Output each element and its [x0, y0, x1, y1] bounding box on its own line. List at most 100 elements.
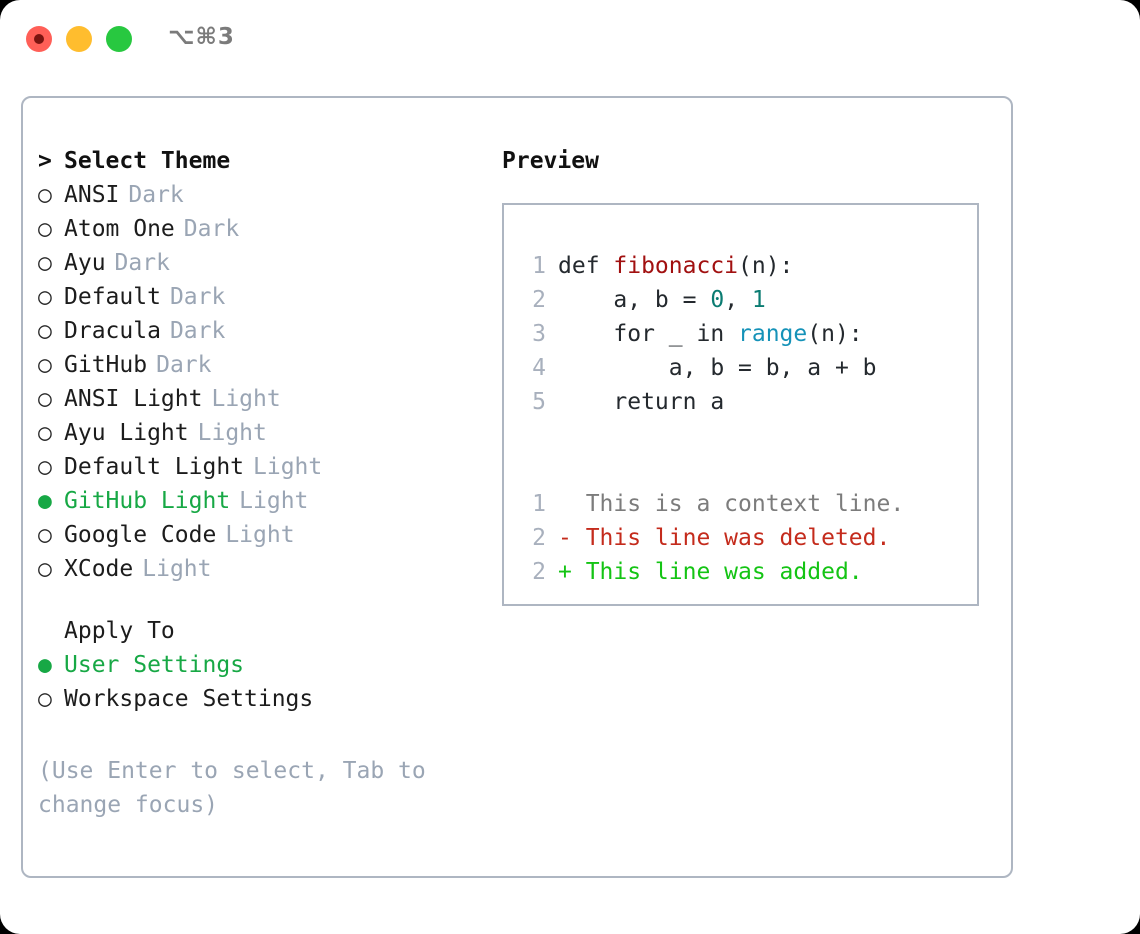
token-keyword: def — [558, 253, 614, 279]
theme-option-github-light[interactable]: ● GitHub Light Light — [38, 488, 468, 522]
main-panel: > Select Theme ○ ANSI Dark ○ Atom One Da… — [21, 96, 1013, 878]
theme-option-github-dark[interactable]: ○ GitHub Dark — [38, 352, 468, 386]
theme-badge: Dark — [128, 182, 184, 208]
theme-option-xcode[interactable]: ○ XCode Light — [38, 556, 468, 590]
diff-line-added: 2 + This line was added. — [504, 559, 977, 593]
theme-label: Default Light — [64, 454, 245, 480]
theme-badge: Light — [142, 556, 212, 582]
theme-option-dracula-dark[interactable]: ○ Dracula Dark — [38, 318, 468, 352]
theme-label: Google Code — [64, 522, 217, 548]
radio-unselected-icon: ○ — [38, 318, 52, 344]
theme-option-ansi-light[interactable]: ○ ANSI Light Light — [38, 386, 468, 420]
radio-unselected-icon: ○ — [38, 556, 52, 582]
code-line: 4 a, b = b, a + b — [504, 355, 977, 389]
code-content: a, b = b, a + b — [558, 355, 877, 381]
line-number: 3 — [532, 321, 546, 347]
token-function-name: fibonacci — [613, 253, 739, 279]
minimize-button-icon[interactable] — [66, 26, 92, 52]
theme-badge: Dark — [156, 352, 212, 378]
radio-unselected-icon: ○ — [38, 250, 52, 276]
radio-unselected-icon: ○ — [38, 352, 52, 378]
line-number: 1 — [532, 253, 546, 279]
theme-badge: Dark — [183, 216, 240, 242]
code-content: a, b = 0, 1 — [558, 287, 766, 313]
code-content: def fibonacci(n): — [558, 253, 793, 279]
code-diff-separator — [504, 423, 977, 457]
radio-unselected-icon: ○ — [38, 216, 52, 242]
keyboard-hint-text: (Use Enter to select, Tab to change focu… — [38, 758, 426, 818]
theme-option-google-code[interactable]: ○ Google Code Light — [38, 522, 468, 556]
close-inner-dot-icon — [34, 34, 44, 44]
theme-option-default-dark[interactable]: ○ Default Dark — [38, 284, 468, 318]
theme-badge: Light — [225, 522, 295, 548]
theme-label: ANSI — [64, 182, 120, 208]
select-theme-heading: > Select Theme — [38, 148, 468, 182]
diff-content: + This line was added. — [558, 559, 863, 585]
token-plain: a, b = — [558, 287, 711, 313]
preview-box: 1 def fibonacci(n): 2 a, b = 0, 1 3 for … — [502, 203, 979, 606]
window-title: ⌥⌘3 — [168, 24, 235, 50]
radio-selected-icon: ● — [38, 652, 52, 678]
radio-selected-icon: ● — [38, 488, 52, 514]
maximize-button-icon[interactable] — [106, 26, 132, 52]
apply-to-label: Workspace Settings — [64, 686, 314, 712]
diff-line-context: 1 This is a context line. — [504, 491, 977, 525]
theme-badge: Dark — [114, 250, 170, 276]
token-plain: , — [724, 287, 752, 313]
token-number: 0 — [710, 287, 725, 313]
token-number: 1 — [751, 287, 766, 313]
theme-label: Ayu — [64, 250, 106, 276]
code-content: return a — [558, 389, 724, 415]
close-button-icon[interactable] — [26, 26, 52, 52]
theme-label: ANSI Light — [64, 386, 203, 412]
radio-unselected-icon: ○ — [38, 420, 52, 446]
theme-badge: Dark — [169, 284, 226, 310]
theme-badge: Light — [197, 420, 267, 446]
token-plain: (n): — [738, 253, 794, 279]
line-number: 1 — [532, 491, 546, 517]
theme-badge: Light — [253, 454, 323, 480]
apply-to-option-workspace-settings[interactable]: ○ Workspace Settings — [38, 686, 468, 720]
code-line: 2 a, b = 0, 1 — [504, 287, 977, 321]
theme-label: GitHub Light — [64, 488, 231, 514]
theme-label: Dracula — [64, 318, 161, 344]
radio-unselected-icon: ○ — [38, 182, 52, 208]
token-plain: return a — [558, 389, 725, 415]
code-diff-separator-2 — [504, 457, 977, 491]
line-number: 2 — [532, 525, 546, 551]
theme-badge: Dark — [169, 318, 226, 344]
code-content: for _ in range(n): — [558, 321, 862, 347]
theme-option-ayu-dark[interactable]: ○ Ayu Dark — [38, 250, 468, 284]
theme-label: GitHub — [64, 352, 148, 378]
theme-option-atom-one-dark[interactable]: ○ Atom One Dark — [38, 216, 468, 250]
line-number: 2 — [532, 287, 546, 313]
code-line: 3 for _ in range(n): — [504, 321, 977, 355]
radio-unselected-icon: ○ — [38, 454, 52, 480]
token-plain: a, b = b, a + b — [558, 355, 877, 381]
theme-label: Ayu Light — [64, 420, 189, 446]
apply-to-heading: Apply To — [38, 618, 468, 652]
theme-label: Default — [64, 284, 161, 310]
select-theme-heading-label: Select Theme — [64, 148, 231, 174]
apply-to-section: Apply To ● User Settings ○ Workspace Set… — [38, 618, 468, 720]
theme-option-ayu-light[interactable]: ○ Ayu Light Light — [38, 420, 468, 454]
preview-heading: Preview — [502, 148, 599, 174]
apply-to-option-user-settings[interactable]: ● User Settings — [38, 652, 468, 686]
preview-column: Preview 1 def fibonacci(n): 2 a, b = 0, … — [502, 148, 992, 606]
radio-unselected-icon: ○ — [38, 686, 52, 712]
token-plain: for _ in — [558, 321, 739, 347]
theme-badge: Light — [239, 488, 309, 514]
token-builtin: range — [738, 321, 808, 347]
radio-unselected-icon: ○ — [38, 522, 52, 548]
theme-badge: Light — [211, 386, 281, 412]
theme-option-ansi-dark[interactable]: ○ ANSI Dark — [38, 182, 468, 216]
apply-to-heading-label: Apply To — [64, 618, 175, 644]
line-number: 4 — [532, 355, 546, 381]
radio-unselected-icon: ○ — [38, 284, 52, 310]
theme-label: XCode — [64, 556, 134, 582]
window-titlebar: ⌥⌘3 — [0, 0, 1140, 78]
theme-option-default-light[interactable]: ○ Default Light Light — [38, 454, 468, 488]
diff-content: - This line was deleted. — [558, 525, 891, 551]
line-number: 2 — [532, 559, 546, 585]
